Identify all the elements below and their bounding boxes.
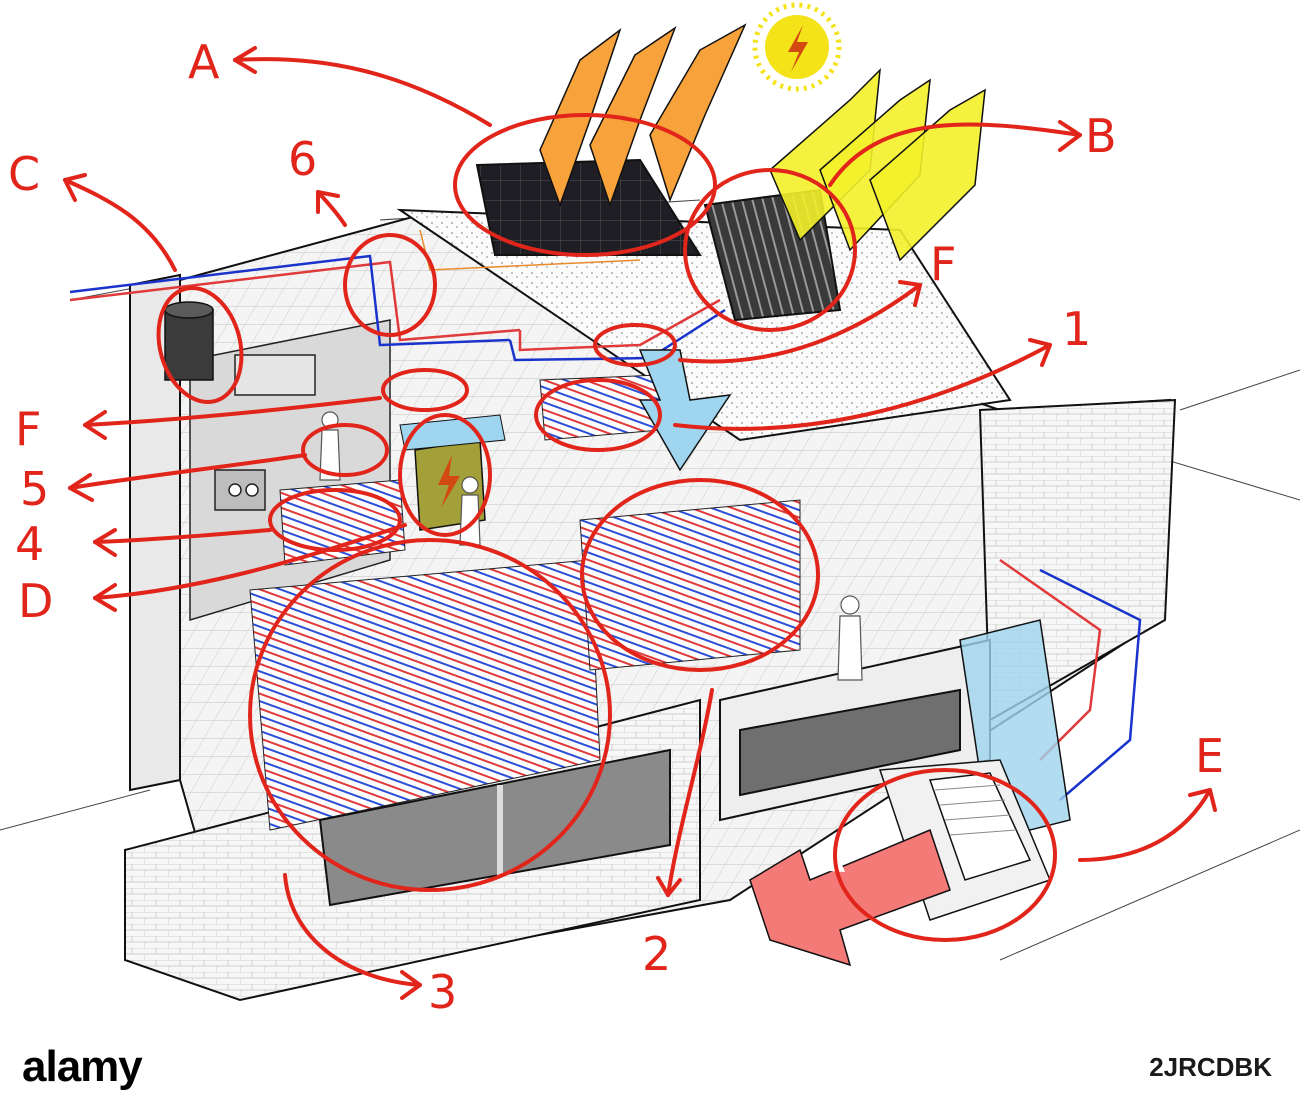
circle-vent-f bbox=[381, 368, 469, 412]
circle-pipe-6 bbox=[343, 233, 437, 337]
sun-lightning-icon bbox=[752, 2, 842, 92]
arrow-1 bbox=[673, 343, 1052, 431]
circle-3 bbox=[248, 538, 612, 892]
heating-loop-living bbox=[249, 559, 601, 831]
arrow-a bbox=[233, 57, 492, 127]
pv-sun-rays bbox=[539, 23, 747, 208]
underfloor-heating bbox=[249, 374, 801, 831]
circle-pv bbox=[453, 113, 717, 257]
label-1: 1 bbox=[1062, 302, 1091, 356]
label-d: D bbox=[18, 574, 53, 628]
label-f-left: F bbox=[15, 402, 41, 456]
circle-inverter bbox=[398, 413, 492, 537]
apartment-energy-diagram: A B C 6 F 1 F 5 4 D 2 3 E bbox=[0, 2, 1300, 1019]
circle-5 bbox=[301, 423, 389, 477]
label-2: 2 bbox=[642, 927, 671, 981]
annotation-labels: A B C 6 F 1 F 5 4 D 2 3 E bbox=[8, 35, 1224, 1019]
annotation-layer bbox=[63, 46, 1217, 1000]
arrow-2 bbox=[666, 688, 714, 897]
heating-loop-hall bbox=[279, 479, 406, 566]
label-3: 3 bbox=[428, 965, 457, 1019]
label-a: A bbox=[188, 35, 220, 89]
label-c: C bbox=[8, 147, 40, 201]
alamy-logo: alamy bbox=[22, 1042, 143, 1091]
front-windows bbox=[318, 688, 961, 907]
piping bbox=[69, 229, 1142, 812]
arrow-e bbox=[1078, 788, 1212, 862]
arrow-5 bbox=[68, 453, 307, 490]
arrow-6 bbox=[316, 190, 347, 227]
heating-loop-bath bbox=[539, 374, 661, 441]
arrow-3 bbox=[283, 873, 422, 987]
arrow-f-left bbox=[83, 396, 382, 427]
person-figure-icon bbox=[319, 411, 863, 681]
arrow-d bbox=[93, 523, 407, 600]
label-5: 5 bbox=[20, 462, 49, 516]
circle-vent-f2 bbox=[593, 323, 677, 367]
label-6: 6 bbox=[288, 132, 317, 186]
heating-loop-bedroom bbox=[579, 499, 801, 671]
label-b: B bbox=[1085, 109, 1117, 163]
watermark-footer: alamy 2JRCDBK bbox=[0, 1020, 1300, 1113]
arrow-f-right bbox=[678, 283, 922, 364]
label-4: 4 bbox=[15, 517, 44, 571]
circle-4 bbox=[268, 488, 402, 552]
arrow-4 bbox=[93, 528, 272, 544]
image-id: 2JRCDBK bbox=[1149, 1052, 1272, 1082]
collector-sun-rays bbox=[769, 67, 986, 262]
arrow-c bbox=[63, 178, 177, 272]
circle-collector bbox=[683, 168, 857, 332]
photovoltaic-panel bbox=[475, 158, 702, 256]
label-e: E bbox=[1195, 729, 1224, 783]
arrow-b bbox=[828, 122, 1082, 187]
circle-tank bbox=[156, 286, 244, 404]
label-f-right: F bbox=[930, 237, 956, 291]
circle-2 bbox=[580, 478, 820, 672]
lightning-icon bbox=[438, 455, 460, 508]
hot-water-tank bbox=[164, 301, 214, 381]
circle-e bbox=[833, 768, 1057, 942]
circle-bath-1 bbox=[534, 378, 662, 452]
